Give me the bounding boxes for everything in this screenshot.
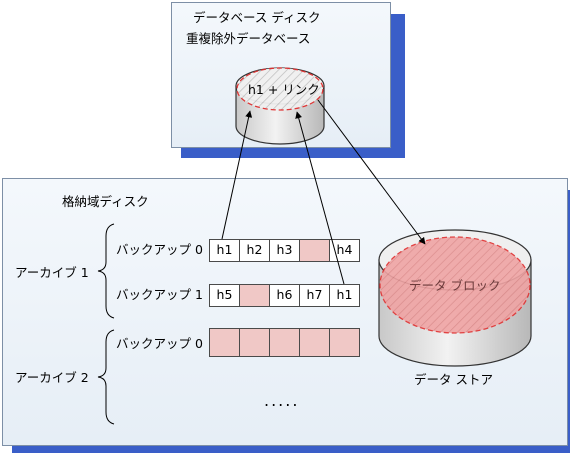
arrow-db-to-data-block [317,99,426,245]
data-store-label: データ ストア [414,372,493,387]
archive-2-backup-0-cell [329,328,360,357]
archive-1-brace [97,223,115,319]
arrow-backup1-h1-to-db [295,111,345,285]
archive-1-backup-1-label: バックアップ 1 [116,287,203,302]
archive-2-backup-0-cell [269,328,300,357]
archive-2-backup-0-cell [299,328,330,357]
data-store-cylinder [378,229,532,367]
archive-2-brace [97,329,115,425]
archive-1-backup-0-cell: h1 [209,239,240,262]
arrow-backup0-h1-to-db [221,110,253,240]
storage-disk-title: 格納域ディスク [62,194,149,209]
archive-1-label: アーカイブ 1 [15,265,89,280]
archive-2-backup-0-cell [239,328,270,357]
archive-1-backup-0-label: バックアップ 0 [116,242,203,257]
archive-2-backup-0-label: バックアップ 0 [116,336,203,351]
database-cylinder [235,67,325,145]
archive-1-backup-1-cell: h1 [329,284,360,307]
archive-1-backup-1-cell: h7 [299,284,330,307]
data-block-label: データ ブロック [409,278,501,293]
db-disk-subtitle: 重複除外データベース [186,31,311,46]
db-cylinder-label: h1 + リンク [248,82,320,97]
archive-2-backup-0-cell [209,328,240,357]
archive-2-label: アーカイブ 2 [15,370,89,385]
db-disk-title: データベース ディスク [193,10,321,25]
archive-2-ellipsis: ..... [264,391,300,410]
